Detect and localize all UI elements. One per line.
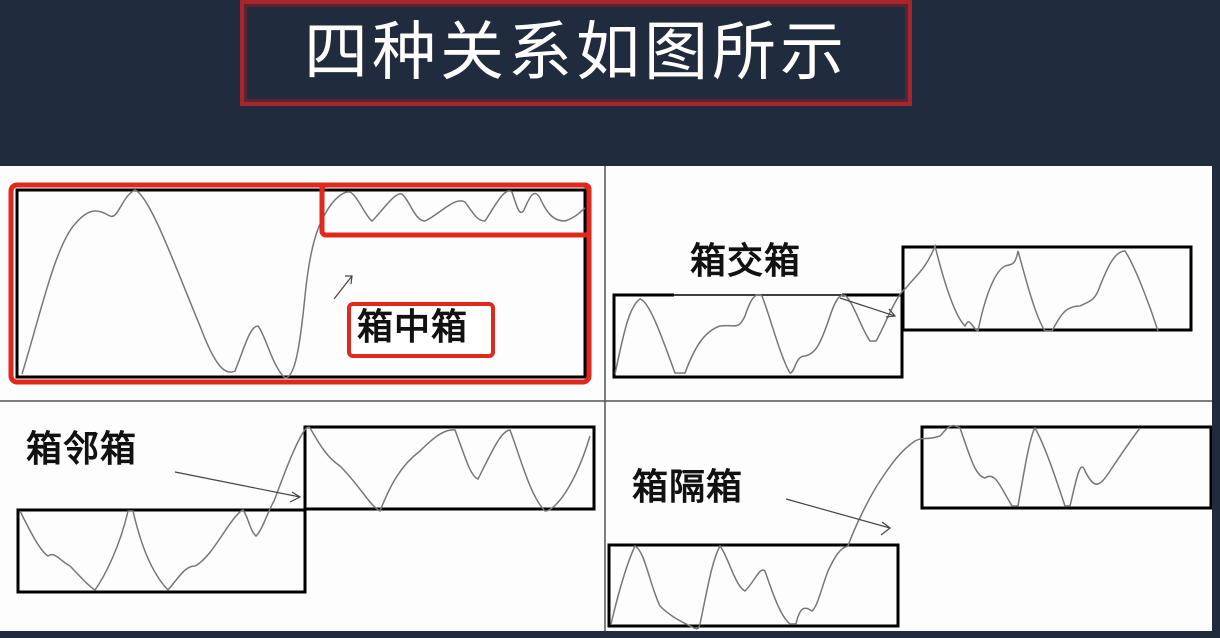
lower-box: [607, 543, 900, 628]
price-line: [614, 243, 1159, 375]
quadrant-box-gap-box: [607, 424, 1212, 630]
arrow-head-icon: [885, 308, 897, 318]
arrow-line: [785, 498, 891, 529]
quadrant-box-cross-box: [612, 243, 1193, 379]
inner-box-highlight: [319, 182, 592, 238]
diagram-panel: 箱中箱 箱交箱 箱邻箱 箱隔箱: [0, 166, 1212, 631]
upper-box: [303, 425, 596, 511]
lower-box: [612, 293, 904, 379]
arrow-line: [333, 275, 353, 300]
label-box-in-box: 箱中箱: [357, 307, 469, 348]
price-line: [610, 424, 1141, 630]
label-box-cross-box: 箱交箱: [690, 241, 802, 282]
outer-box: [15, 188, 587, 379]
page-title: 四种关系如图所示: [304, 16, 848, 90]
lower-box: [16, 508, 307, 594]
label-highlight: [347, 302, 495, 358]
quadrant-box-in-box: [8, 182, 592, 385]
title-box: 四种关系如图所示: [240, 0, 912, 106]
arrow-head-icon: [289, 491, 302, 503]
label-box-adjacent-box: 箱邻箱: [26, 429, 138, 470]
outer-box-highlight: [8, 182, 592, 385]
upper-box: [920, 425, 1212, 510]
arrow-head-icon: [880, 521, 891, 536]
price-line: [19, 426, 591, 592]
box-relations-diagram: [0, 166, 1212, 631]
arrow-head-icon: [345, 275, 353, 285]
arrow-line: [174, 471, 301, 498]
label-box-gap-box: 箱隔箱: [632, 467, 744, 508]
upper-box: [901, 245, 1193, 332]
price-line: [21, 189, 326, 379]
quadrant-box-adjacent-box: [16, 425, 596, 594]
inner-price-line: [324, 190, 586, 222]
arrow-line: [839, 297, 896, 317]
